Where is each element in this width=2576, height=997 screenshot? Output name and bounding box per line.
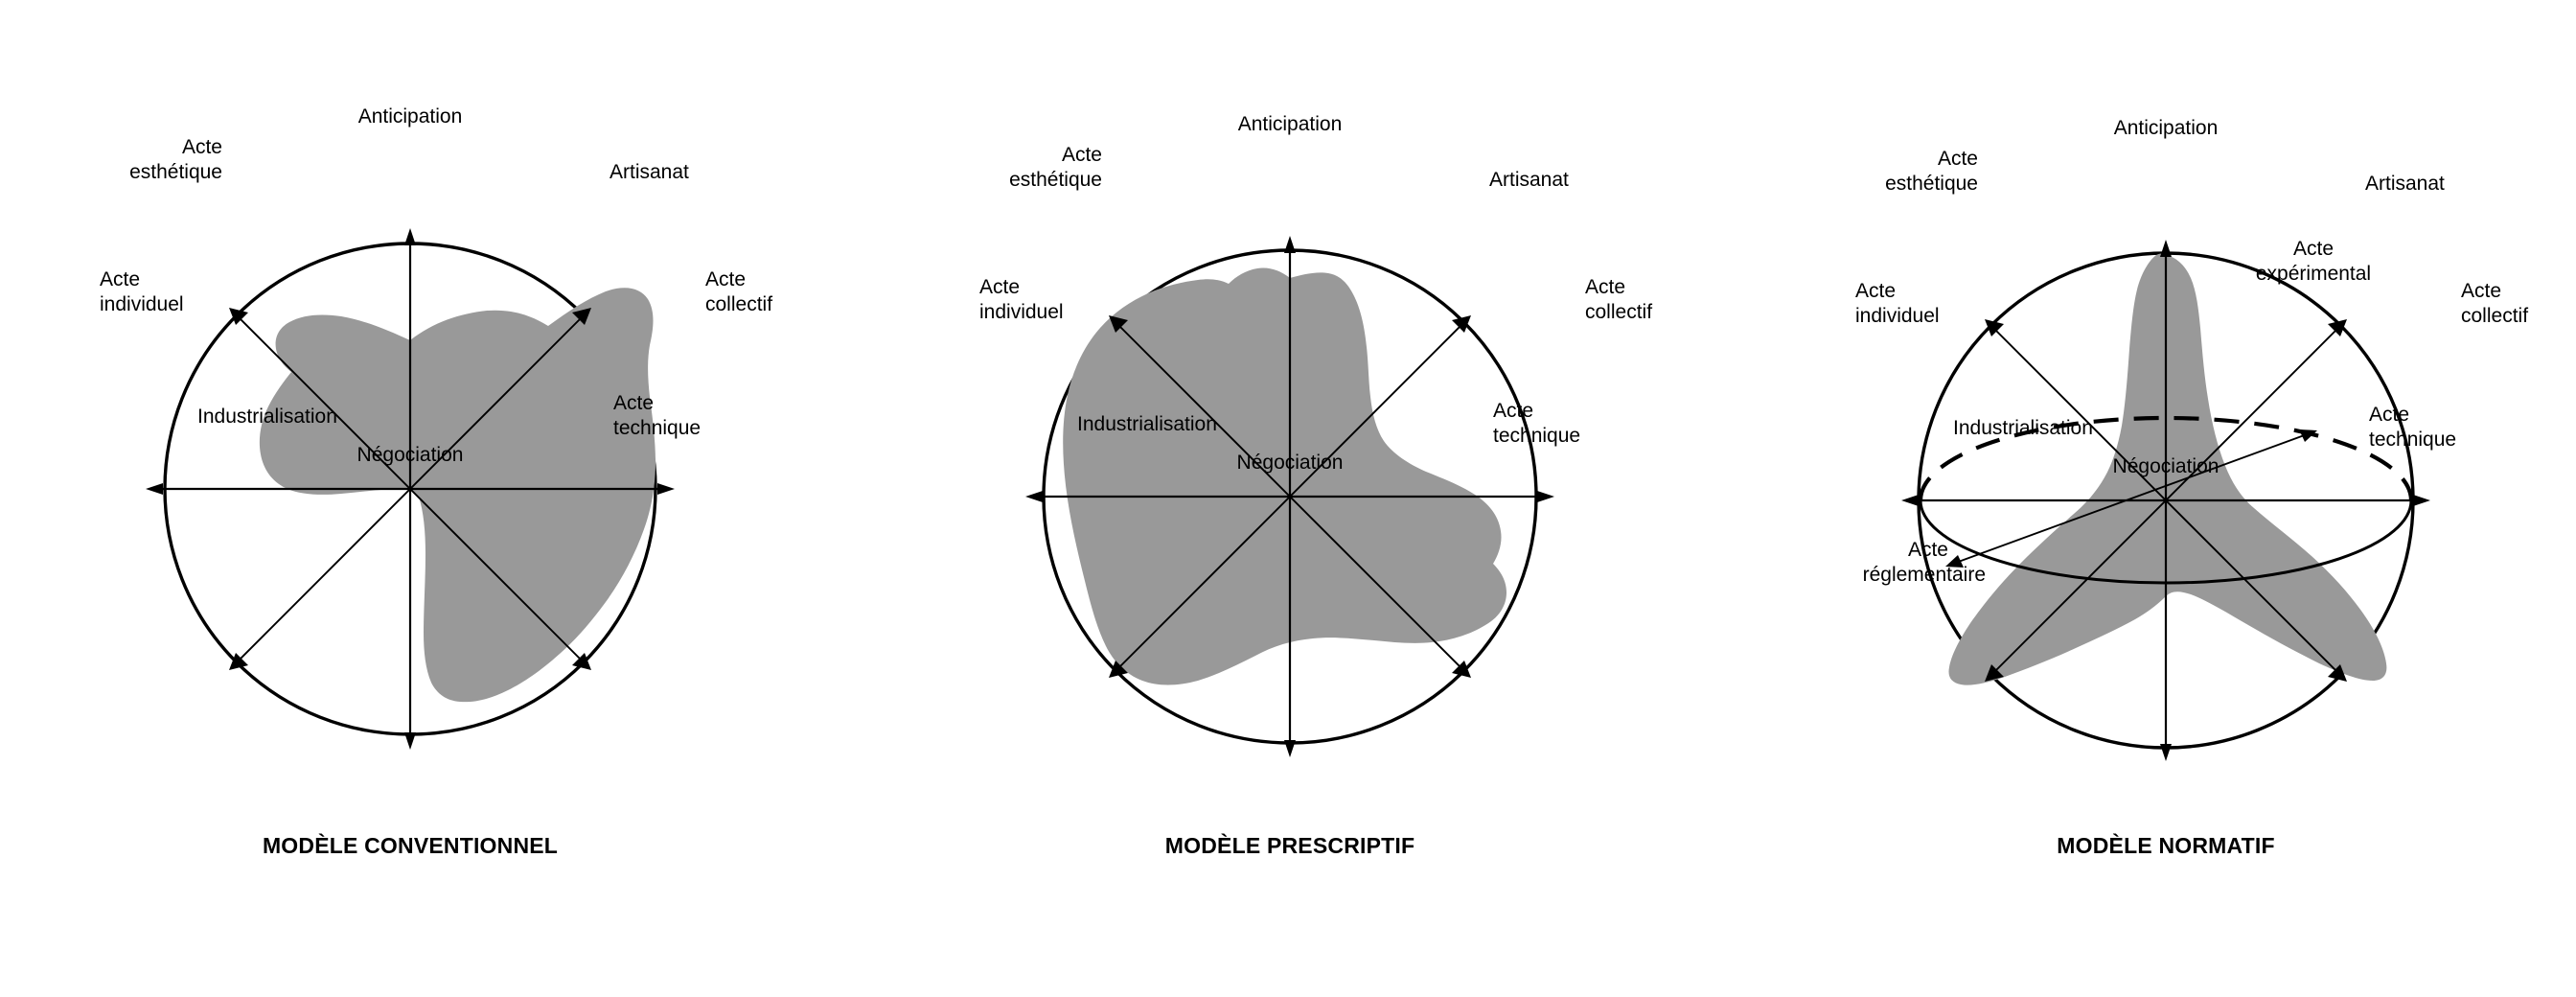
chart-title: MODÈLE PRESCRIPTIF <box>1165 832 1414 858</box>
axis-label-acte-esthetique-l2: esthétique <box>129 161 222 183</box>
arrowhead-anticipation <box>2160 240 2172 257</box>
chart-title: MODÈLE CONVENTIONNEL <box>263 832 558 858</box>
axis-label-acte-collectif-l1: Acte <box>1585 276 1625 298</box>
chart-title: MODÈLE NORMATIF <box>2057 832 2274 858</box>
arrowhead-industrialisation <box>1985 664 2004 682</box>
axis-label-acte-collectif-l1: Acte <box>705 268 746 290</box>
axis-label-acte-esthetique-l1: Acte <box>1938 148 1978 170</box>
axis-label-acte-individuel-l1: Acte <box>1855 280 1896 302</box>
arrowhead-anticipation <box>404 228 416 245</box>
arrowhead-negociation <box>1284 740 1296 757</box>
axis-label-artisanat: Artisanat <box>610 161 689 183</box>
axis-label-acte-individuel-l1: Acte <box>979 276 1020 298</box>
axis-label-acte-individuel-l1: Acte <box>100 268 140 290</box>
axis-label-negociation: Négociation <box>357 444 464 466</box>
axis-label-acte-individuel-l2: individuel <box>100 293 184 315</box>
arrowhead-negociation <box>404 732 416 750</box>
radar-svg-conventionnel: Anticipation Artisanat Acte collectif Ac… <box>100 105 772 858</box>
axis-label-acte-technique-l2: technique <box>2369 429 2456 451</box>
arrowhead-industrialisation <box>229 653 248 670</box>
axis-label-negociation: Négociation <box>2113 455 2220 477</box>
chart-panel-modele-prescriptif: Anticipation Artisanat Acte collectif Ac… <box>880 0 1738 997</box>
arrowhead-acte-individuel <box>1025 491 1043 502</box>
arrowhead-acte-esthetique <box>1109 315 1128 333</box>
axis-label-acte-individuel-l2: individuel <box>979 301 1064 323</box>
chart-panel-modele-conventionnel: Anticipation Artisanat Acte collectif Ac… <box>0 0 859 997</box>
axis-label-acte-esthetique-l2: esthétique <box>1885 173 1978 195</box>
arrowhead-anticipation <box>1284 236 1296 253</box>
radar-svg-prescriptif: Anticipation Artisanat Acte collectif Ac… <box>979 113 1652 858</box>
arrowhead-industrialisation <box>1109 661 1128 678</box>
arrowhead-artisanat <box>1452 315 1471 333</box>
axis-label-industrialisation: Industrialisation <box>1077 413 1217 435</box>
axis-label-acte-collectif-l2: collectif <box>2461 305 2528 327</box>
radar-blob <box>1948 253 2387 685</box>
axis-label-acte-experimental-l1: Acte <box>2293 238 2334 260</box>
arrowhead-acte-technique <box>2328 664 2347 682</box>
arrowhead-acte-individuel <box>146 483 163 495</box>
arrowhead-acte-collectif <box>1537 491 1554 502</box>
chart-panel-modele-normatif: Anticipation Artisanat Acte collectif Ac… <box>1717 0 2576 997</box>
axis-label-acte-experimental-l2: expérimental <box>2256 263 2371 285</box>
axis-label-anticipation: Anticipation <box>358 105 463 128</box>
arrowhead-acte-collectif <box>2413 495 2430 506</box>
axis-label-negociation: Négociation <box>1237 452 1344 474</box>
arrowhead-acte-technique <box>572 653 591 670</box>
axis-label-acte-technique-l2: technique <box>613 417 701 439</box>
axis-label-acte-collectif-l1: Acte <box>2461 280 2501 302</box>
arrowhead-negociation <box>2160 744 2172 761</box>
arrowhead-acte-technique <box>1452 661 1471 678</box>
arrowhead-artisanat <box>572 308 591 325</box>
radar-svg-normatif: Anticipation Artisanat Acte collectif Ac… <box>1855 117 2528 858</box>
arrowhead-acte-collectif <box>657 483 675 495</box>
radar-blob <box>1063 267 1506 685</box>
axis-label-acte-individuel-l2: individuel <box>1855 305 1940 327</box>
axis-line-experimental-reglementaire <box>1952 432 2311 565</box>
arrowhead-acte-reglementaire <box>1945 555 1964 568</box>
axis-label-acte-reglementaire-l1: Acte <box>1908 539 1948 561</box>
axis-line-diag-sw-ne <box>1990 325 2341 676</box>
axis-label-acte-collectif-l2: collectif <box>1585 301 1652 323</box>
axis-label-acte-esthetique-l1: Acte <box>182 136 222 158</box>
axis-label-acte-technique-l1: Acte <box>1493 400 1533 422</box>
axis-label-acte-reglementaire-l2: réglementaire <box>1863 564 1986 586</box>
axis-label-artisanat: Artisanat <box>1489 169 1569 191</box>
axis-label-acte-collectif-l2: collectif <box>705 293 772 315</box>
arrowhead-acte-esthetique <box>1985 319 2004 336</box>
axis-label-acte-technique-l2: technique <box>1493 425 1580 447</box>
axis-label-acte-esthetique-l1: Acte <box>1062 144 1102 166</box>
ellipse-arc-dashed-upper <box>1918 415 2414 501</box>
axis-line-diag-sw-ne <box>1115 321 1465 672</box>
arrowhead-acte-individuel <box>1901 495 1919 506</box>
axis-label-anticipation: Anticipation <box>1238 113 1343 135</box>
arrowhead-acte-experimental <box>2299 429 2317 442</box>
axis-line-diag-sw-ne <box>235 313 586 664</box>
arrowhead-artisanat <box>2328 319 2347 336</box>
axis-label-acte-technique-l1: Acte <box>613 392 654 414</box>
axis-label-industrialisation: Industrialisation <box>197 406 337 428</box>
axis-label-acte-esthetique-l2: esthétique <box>1009 169 1102 191</box>
radar-blob <box>259 288 656 703</box>
axis-label-acte-technique-l1: Acte <box>2369 404 2409 426</box>
arrowhead-acte-esthetique <box>229 308 248 325</box>
axis-label-artisanat: Artisanat <box>2365 173 2445 195</box>
axis-label-industrialisation: Industrialisation <box>1953 417 2093 439</box>
axis-label-anticipation: Anticipation <box>2114 117 2219 139</box>
